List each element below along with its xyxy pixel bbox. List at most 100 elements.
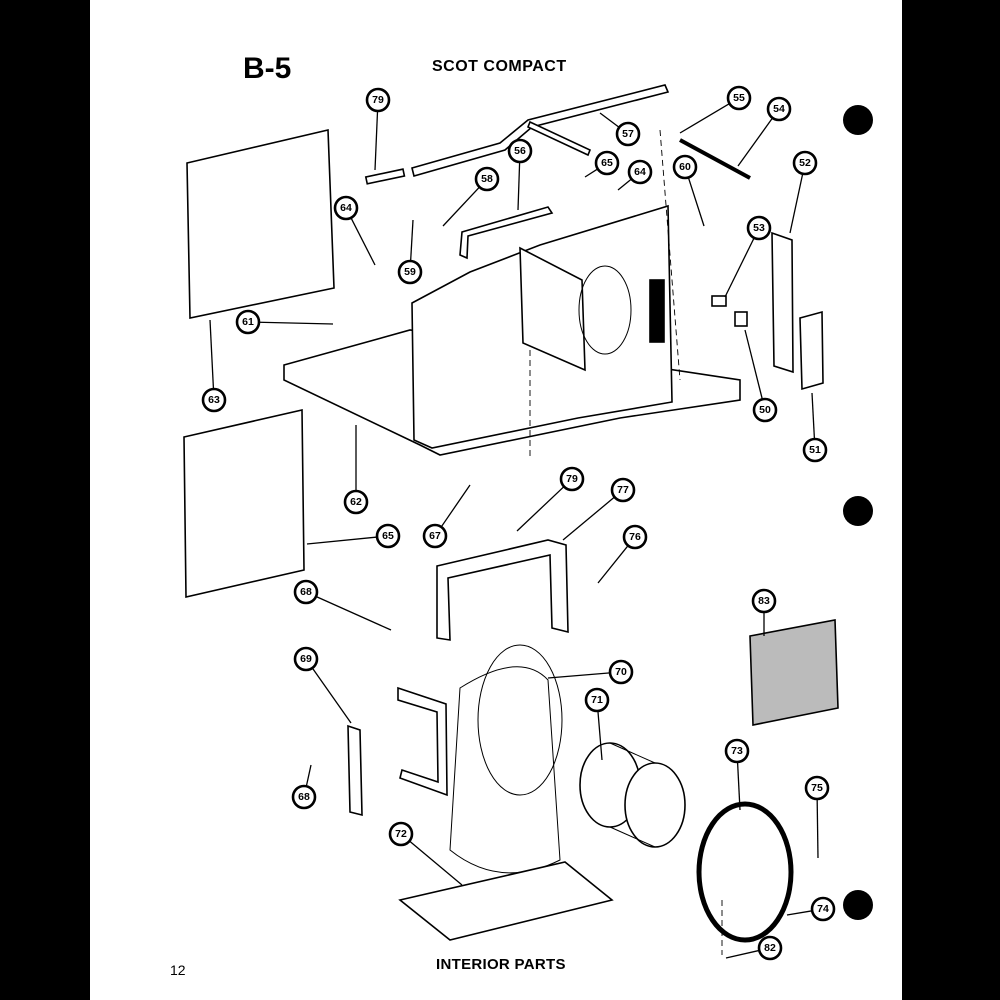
leader-line: [599, 112, 620, 128]
leader-line: [816, 798, 819, 859]
callout-62: 62: [343, 425, 369, 515]
leader-line: [584, 168, 599, 178]
filter-screen: [749, 619, 839, 726]
leader-line: [305, 764, 312, 787]
rod: [679, 138, 751, 180]
callout-number: 82: [764, 942, 776, 954]
leader-line: [786, 910, 813, 916]
mount-strip: [347, 724, 363, 817]
binder-hole-bottom: [843, 890, 873, 920]
small-bracket-a: [711, 295, 727, 307]
leader-line: [442, 186, 480, 227]
callout-67: 67: [422, 484, 471, 549]
callout-number: 73: [731, 745, 743, 757]
callout-circle: [365, 87, 391, 113]
callout-82: 82: [725, 935, 783, 961]
leader-line: [440, 484, 471, 528]
callout-circle: [594, 150, 620, 176]
callout-circle: [584, 687, 610, 713]
callout-number: 76: [629, 531, 641, 543]
callout-68: 68: [291, 764, 317, 810]
callout-circle: [726, 85, 752, 111]
callout-79: 79: [516, 466, 585, 532]
callout-60: 60: [672, 154, 705, 227]
upper-bracket: [459, 206, 554, 260]
callout-83: 83: [751, 588, 777, 636]
callout-71: 71: [584, 687, 610, 761]
callout-50: 50: [744, 329, 778, 423]
callout-circle: [507, 138, 533, 164]
callout-number: 68: [298, 791, 310, 803]
callout-circle: [766, 96, 792, 122]
leader-line: [724, 237, 755, 298]
callout-circle: [375, 523, 401, 549]
binder-hole-top: [843, 105, 873, 135]
leader-line: [597, 545, 629, 584]
page-number: 12: [170, 962, 186, 978]
callout-number: 67: [429, 530, 441, 542]
leader-line: [209, 319, 215, 390]
callout-65: 65: [584, 150, 620, 178]
callout-number: 69: [300, 653, 312, 665]
callout-circle: [610, 477, 636, 503]
mounting-ring: [696, 801, 794, 943]
callout-74: 74: [786, 896, 836, 922]
leader-line: [315, 595, 392, 631]
control-grille: [649, 279, 665, 343]
blower-wheel-front: [624, 762, 686, 848]
small-bracket-b: [734, 311, 748, 327]
callout-55: 55: [679, 85, 752, 134]
leader-line: [374, 110, 379, 171]
part-drawings: [183, 84, 839, 955]
callout-number: 79: [566, 473, 578, 485]
callout-57: 57: [599, 112, 641, 147]
leader-line: [350, 217, 376, 266]
callout-circle: [627, 159, 653, 185]
callout-number: 52: [799, 157, 811, 169]
callout-circle: [810, 896, 836, 922]
orifice-shroud: [449, 666, 561, 874]
callout-number: 58: [481, 173, 493, 185]
callout-circle: [397, 259, 423, 285]
end-plate: [799, 310, 824, 391]
callout-73: 73: [724, 738, 750, 811]
callout-51: 51: [802, 392, 828, 463]
callout-number: 68: [300, 586, 312, 598]
leader-line: [306, 536, 378, 545]
leader-line: [744, 329, 763, 400]
callout-61: 61: [235, 309, 334, 335]
leader-line: [409, 840, 463, 886]
leader-line: [736, 761, 741, 811]
callout-52: 52: [789, 150, 818, 234]
callout-number: 57: [622, 128, 634, 140]
callout-number: 72: [395, 828, 407, 840]
callout-75: 75: [804, 775, 830, 859]
blower-scroll-panel: [519, 246, 586, 372]
callout-79: 79: [365, 87, 391, 171]
callout-circle: [751, 588, 777, 614]
section-title: INTERIOR PARTS: [436, 956, 566, 973]
callout-63: 63: [201, 319, 227, 413]
model-title: SCOT COMPACT: [432, 58, 567, 75]
side-strip: [771, 231, 794, 374]
leader-line: [679, 103, 730, 134]
leader-line: [409, 219, 414, 262]
leader-line: [258, 321, 334, 325]
callout-number: 83: [758, 595, 770, 607]
callout-number: 63: [208, 394, 220, 406]
callout-number: 64: [340, 202, 352, 214]
callout-circle: [757, 935, 783, 961]
callout-circle: [388, 821, 414, 847]
callout-number: 60: [679, 161, 691, 173]
callout-circle: [291, 784, 317, 810]
top-rail: [411, 84, 670, 177]
callout-number: 50: [759, 404, 771, 416]
callout-circle: [333, 195, 359, 221]
callout-number: 74: [817, 903, 829, 915]
channel-frame: [436, 539, 569, 641]
callout-number: 65: [601, 157, 613, 169]
callout-circle: [672, 154, 698, 180]
leader-line: [789, 173, 804, 234]
